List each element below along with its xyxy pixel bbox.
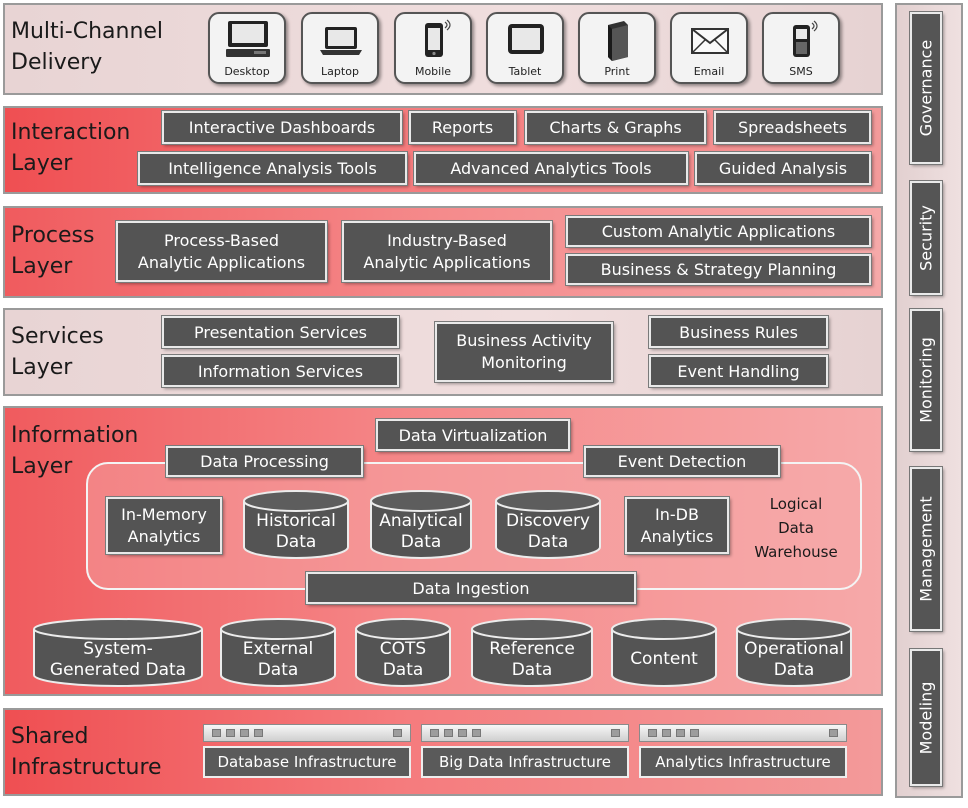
print-icon: [608, 21, 628, 61]
security-box: Security: [909, 180, 943, 296]
email-device: Email: [670, 12, 748, 84]
analytics-infrastructure: Analytics Infrastructure: [639, 724, 847, 780]
process-based-apps-box: Process-Based Analytic Applications: [115, 220, 328, 283]
mobile-label: Mobile: [414, 65, 452, 78]
database-infrastructure: Database Infrastructure: [203, 724, 411, 780]
advanced-analytics-tools-box: Advanced Analytics Tools: [413, 151, 689, 186]
custom-analytic-apps-box: Custom Analytic Applications: [565, 215, 872, 248]
industry-based-apps-box: Industry-Based Analytic Applications: [341, 220, 553, 283]
desktop-label: Desktop: [224, 65, 270, 78]
services-title: Services Layer: [11, 324, 104, 380]
desktop-icon: [226, 21, 270, 57]
information-title: Information Layer: [11, 423, 139, 479]
laptop-icon: [320, 27, 362, 55]
management-box: Management: [909, 466, 943, 632]
discovery-data-cylinder: Discovery Data: [494, 489, 602, 561]
email-label: Email: [693, 65, 725, 78]
analytics-infrastructure-label: Analytics Infrastructure: [639, 746, 847, 778]
multichannel-title: Multi-Channel Delivery: [11, 19, 164, 75]
print-device: Print: [578, 12, 656, 84]
governance-box: Governance: [909, 11, 943, 165]
event-detection-box: Event Detection: [583, 445, 781, 478]
laptop-label: Laptop: [321, 65, 359, 78]
in-memory-analytics-box: In-Memory Analytics: [105, 496, 223, 555]
data-virtualization-box: Data Virtualization: [375, 418, 571, 452]
reference-data-cylinder: Reference Data: [470, 617, 594, 689]
desktop-device: Desktop: [208, 12, 286, 84]
print-label: Print: [604, 65, 630, 78]
sms-label: SMS: [789, 65, 813, 78]
process-title: Process Layer: [11, 223, 95, 279]
intelligence-analysis-tools-box: Intelligence Analysis Tools: [137, 151, 408, 186]
data-processing-box: Data Processing: [165, 445, 364, 478]
mobile-icon: [425, 19, 451, 57]
server-rack-icon: [421, 724, 629, 742]
guided-analysis-box: Guided Analysis: [694, 151, 872, 186]
server-rack-icon: [639, 724, 847, 742]
interaction-title: Interaction Layer: [11, 120, 131, 176]
operational-data-cylinder: Operational Data: [735, 617, 853, 689]
in-db-analytics-box: In-DB Analytics: [624, 496, 730, 555]
spreadsheets-box: Spreadsheets: [713, 110, 872, 145]
external-data-cylinder: External Data: [219, 617, 337, 689]
laptop-device: Laptop: [301, 12, 379, 84]
tablet-icon: [508, 24, 544, 54]
business-strategy-planning-box: Business & Strategy Planning: [565, 253, 872, 286]
analytical-data-cylinder: Analytical Data: [369, 489, 473, 561]
sms-device: SMS: [762, 12, 840, 84]
presentation-services-box: Presentation Services: [161, 315, 400, 349]
business-activity-monitoring-box: Business Activity Monitoring: [434, 321, 614, 383]
tablet-label: Tablet: [508, 65, 542, 78]
modeling-box: Modeling: [909, 648, 943, 787]
system-generated-data-cylinder: System- Generated Data: [32, 617, 204, 689]
reports-box: Reports: [408, 110, 517, 145]
business-rules-box: Business Rules: [648, 315, 829, 349]
logical-data-warehouse-label: Logical Data Warehouse: [754, 495, 838, 561]
cots-data-cylinder: COTS Data: [354, 617, 452, 689]
big-data-infrastructure-label: Big Data Infrastructure: [421, 746, 629, 778]
email-icon: [691, 28, 729, 54]
server-rack-icon: [203, 724, 411, 742]
information-services-box: Information Services: [161, 354, 400, 388]
mobile-device: Mobile: [394, 12, 472, 84]
charts-graphs-box: Charts & Graphs: [524, 110, 707, 145]
content-cylinder: Content: [610, 617, 718, 689]
shared-infrastructure-title: Shared Infrastructure: [11, 724, 162, 780]
historical-data-cylinder: Historical Data: [242, 489, 350, 561]
sms-phone-icon: [793, 20, 818, 57]
big-data-infrastructure: Big Data Infrastructure: [421, 724, 629, 780]
event-handling-box: Event Handling: [648, 354, 829, 388]
interactive-dashboards-box: Interactive Dashboards: [161, 110, 403, 145]
monitoring-box: Monitoring: [909, 308, 943, 452]
tablet-device: Tablet: [486, 12, 564, 84]
database-infrastructure-label: Database Infrastructure: [203, 746, 411, 778]
data-ingestion-box: Data Ingestion: [305, 571, 637, 605]
